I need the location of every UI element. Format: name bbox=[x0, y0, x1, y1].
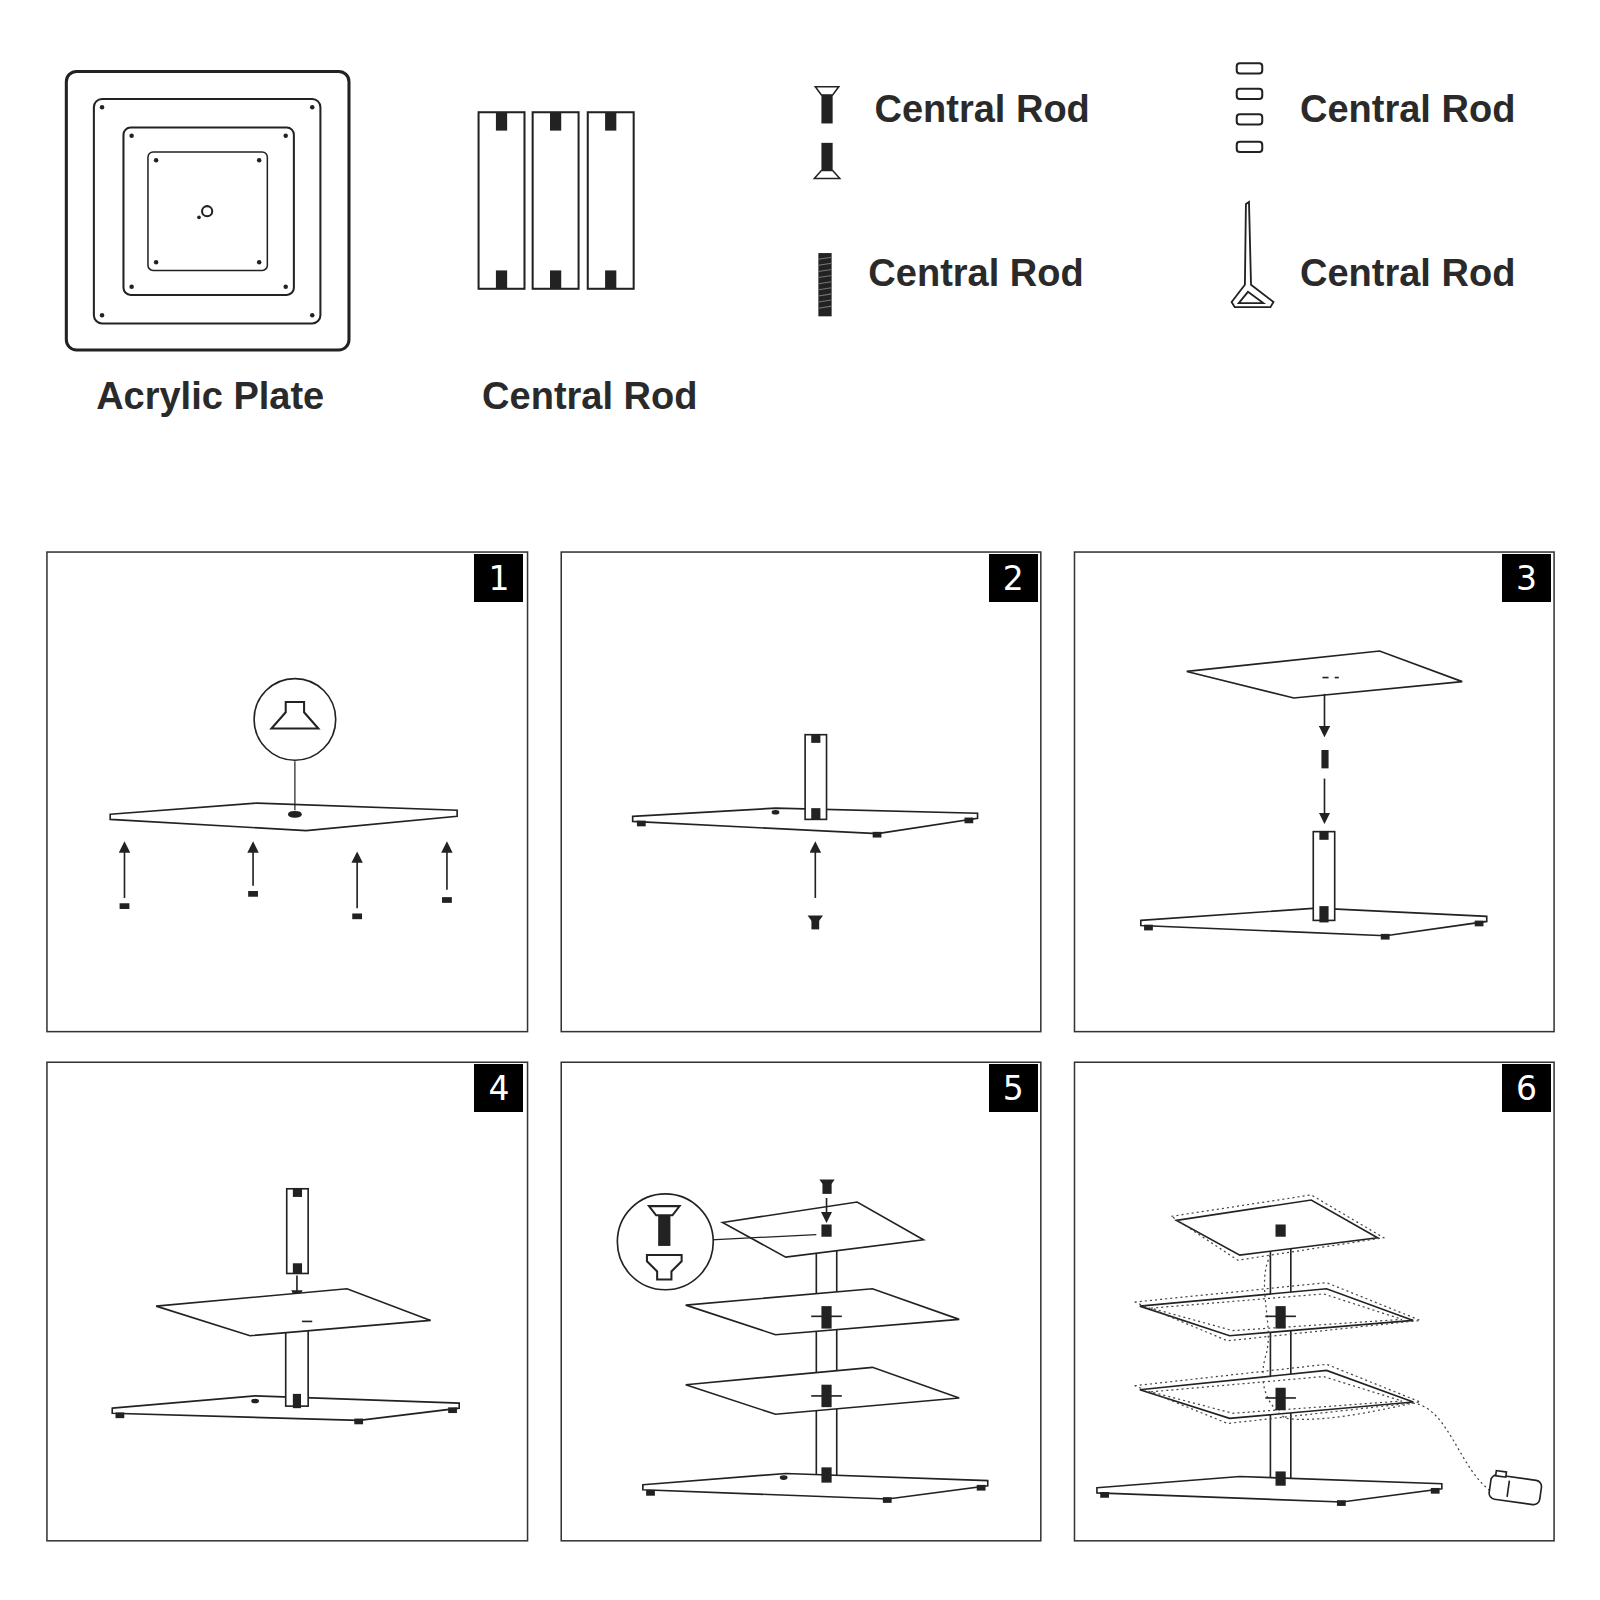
step-panels bbox=[47, 552, 1554, 1541]
step-5-drawing bbox=[617, 1180, 987, 1502]
step-number-badge: 5 bbox=[989, 1064, 1038, 1112]
step-6-drawing bbox=[1097, 1195, 1543, 1506]
step-number: 2 bbox=[1003, 562, 1024, 595]
step-4-drawing bbox=[112, 1189, 459, 1424]
step-number: 3 bbox=[1516, 562, 1537, 595]
step-number: 5 bbox=[1003, 1072, 1024, 1105]
central-rods-drawing bbox=[479, 112, 634, 289]
acrylic-plate-drawing bbox=[66, 71, 349, 350]
allen-key-drawing bbox=[1232, 202, 1274, 307]
part-name: Central Rod bbox=[1300, 252, 1515, 295]
step-number-badge: 3 bbox=[1502, 554, 1551, 602]
step-number-badge: 1 bbox=[474, 554, 523, 602]
part-name: Central Rod bbox=[482, 375, 697, 418]
part-name: Central Rod bbox=[1300, 88, 1515, 131]
part-name: Acrylic Plate bbox=[96, 375, 324, 418]
step-2-drawing bbox=[633, 735, 978, 929]
step-number-badge: 6 bbox=[1502, 1064, 1551, 1112]
threaded-rod-drawing bbox=[818, 253, 831, 316]
step-3-drawing bbox=[1141, 651, 1487, 939]
step-number-badge: 2 bbox=[989, 554, 1038, 602]
step-number: 6 bbox=[1516, 1072, 1537, 1105]
screws-drawing bbox=[814, 87, 840, 179]
plate-holes bbox=[100, 105, 315, 318]
feet-pads-drawing bbox=[1237, 63, 1263, 152]
step-number: 4 bbox=[488, 1072, 509, 1105]
step-1-drawing bbox=[110, 679, 457, 919]
step-number: 1 bbox=[488, 562, 509, 595]
part-name: Central Rod bbox=[874, 88, 1089, 131]
step-number-badge: 4 bbox=[474, 1064, 523, 1112]
part-name: Central Rod bbox=[868, 252, 1083, 295]
